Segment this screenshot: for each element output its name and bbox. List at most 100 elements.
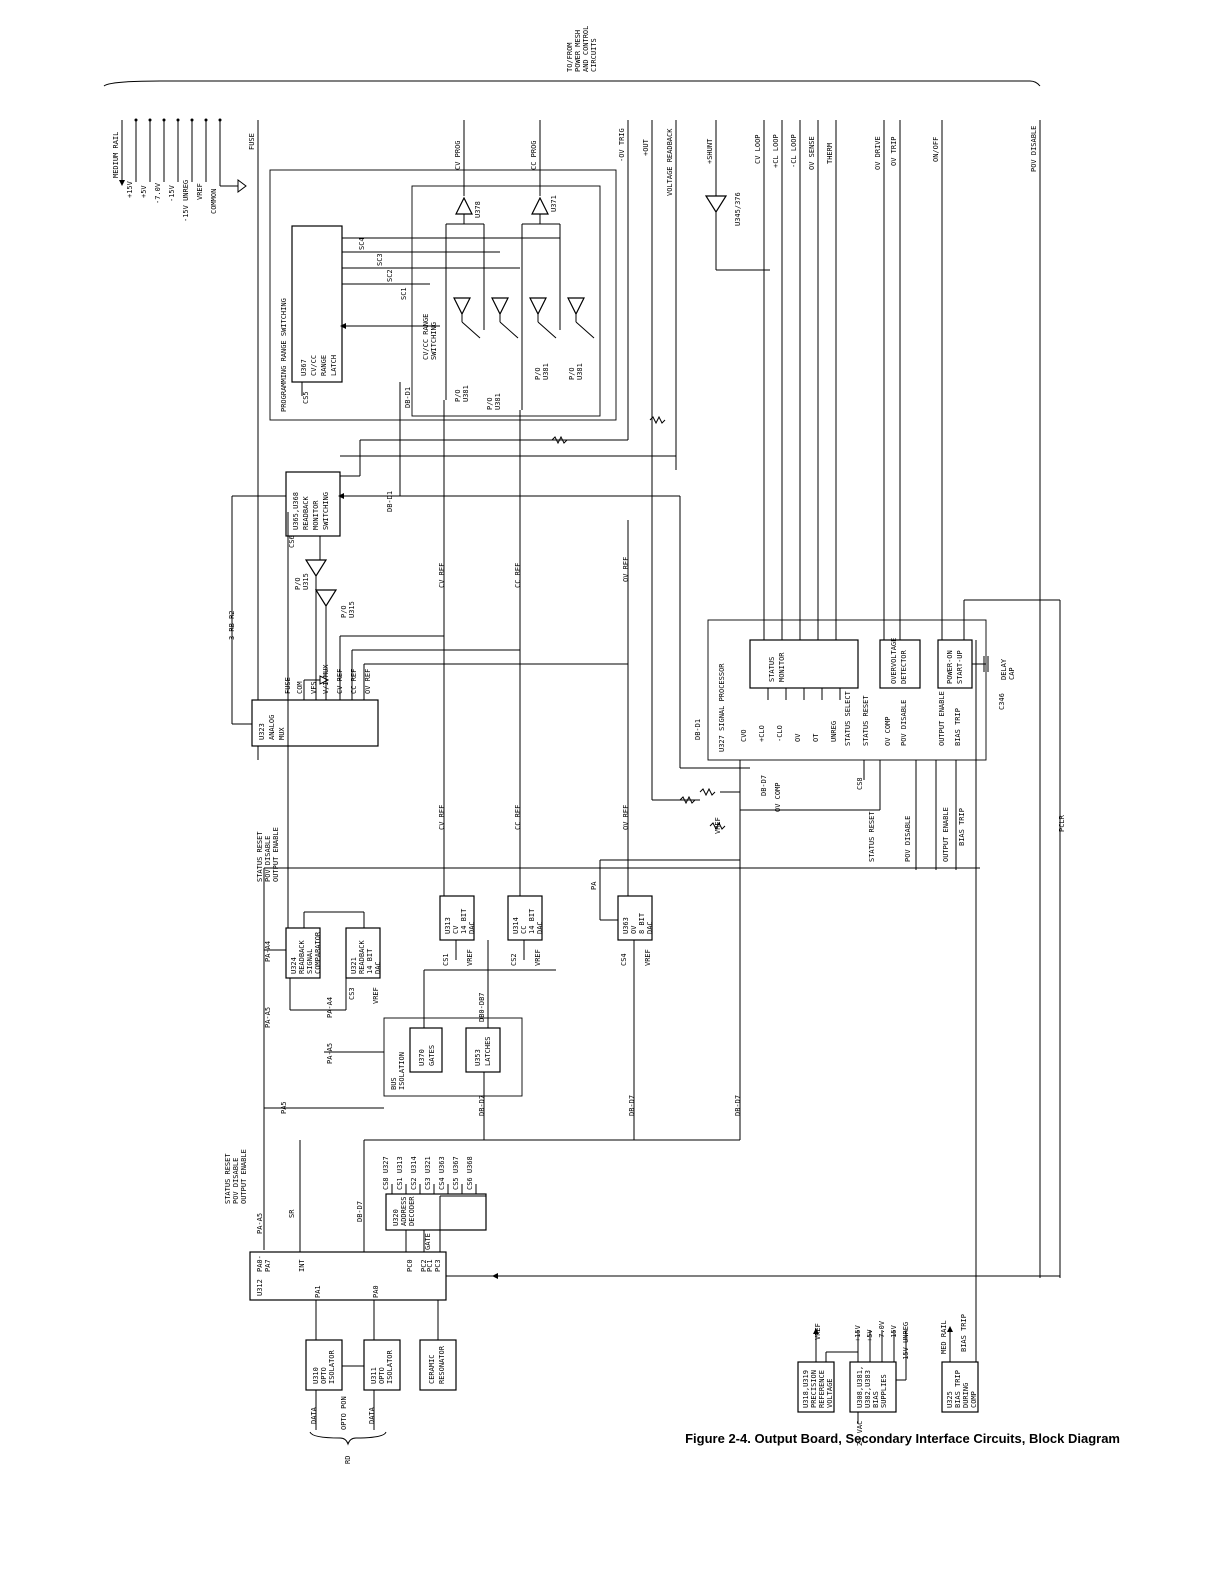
cv-ref-label: CV REF [438, 563, 446, 588]
u315-b-2: U315 [348, 601, 356, 618]
pc-u381-c-1: P/O [534, 367, 542, 380]
resonator-line-2: RESONATOR [438, 1345, 446, 1384]
u308-line-2: U382,U383 [864, 1370, 872, 1408]
supply-out-m15v: -15V [890, 1324, 898, 1342]
sp-in-status-reset: STATUS RESET [862, 695, 870, 746]
resistor-ov-comp [699, 787, 716, 797]
u308-block [849, 1361, 897, 1413]
dec-out-3: CS2 U314 [410, 1156, 418, 1190]
u311-line-1: U311 [370, 1367, 378, 1384]
u318-block [797, 1361, 835, 1413]
u315-a-1: P/O [294, 577, 302, 590]
u311-line-3: ISOLATOR [386, 1349, 394, 1384]
cs3-label: CS3 [348, 987, 356, 1000]
u314-line-2: CC [520, 926, 528, 934]
ov-detector-line-2: DETECTOR [900, 649, 908, 684]
controller: PA-A5 STATUS RESET POV DISABLE OUTPUT EN… [224, 1140, 1060, 1301]
u320-line-1: U320 [392, 1209, 400, 1226]
pc-u381-a-1: P/O [454, 389, 462, 402]
sp-db-d7-label: DB-D7 [760, 775, 768, 796]
rail-common-label: COMMON [210, 189, 218, 214]
u310-block [305, 1339, 343, 1391]
pa-a4-label-2: PA-A4 [326, 997, 334, 1018]
control-group: STATUS RESET POV DISABLE OUTPUT ENABLE [256, 827, 980, 1250]
pa-a5-label-2: PA-A5 [326, 1043, 334, 1064]
u313-line-3: 14 BIT [460, 908, 468, 934]
vref-out-label: VREF [814, 1323, 822, 1340]
u363-line-3: 8 BIT [638, 912, 646, 934]
analog-mux: U323 ANALOG MUX FUSE COM VFS V/I MUX CV … [251, 512, 379, 930]
out-label: +OUT [642, 138, 650, 156]
u321-line-2: READBACK [358, 939, 366, 974]
u353-line-1: U353 [474, 1049, 482, 1066]
rail-m7v-label: -7.0V [154, 182, 162, 204]
medium-rail-label: MEDIUM RAIL [112, 132, 120, 178]
supply-out-p15v: +15V [854, 1324, 862, 1342]
resonator-block [419, 1339, 457, 1391]
opto-section: U310 OPTO ISOLATOR U311 OPTO ISOLATOR CE… [305, 1300, 457, 1464]
u363-line-2: OV [630, 925, 638, 934]
u363-line-4: DAC [646, 921, 654, 934]
dec-out-6: CS5 U367 [452, 1156, 460, 1190]
sp-in-clo-m: -CLO [776, 725, 784, 742]
rb-r2-label: 3 RB-R2 [228, 610, 236, 640]
u371-label: U371 [550, 195, 558, 212]
sp-in-pov-disable: POV DISABLE [900, 700, 908, 746]
signal-processor: U327 SIGNAL PROCESSOR STATUS MONITOR CVO… [652, 496, 1066, 1360]
u312-block [249, 1251, 447, 1301]
u370-block [409, 1027, 443, 1073]
u321-line-1: U321 [350, 957, 358, 974]
sc3-label: SC3 [376, 253, 384, 266]
u312-pin-pc0: PC0 [406, 1259, 414, 1272]
u323-line-2: ANALOG [268, 715, 276, 740]
status-monitor-block [749, 639, 859, 689]
u318-line-1: U318,U319 [802, 1370, 810, 1408]
startup-block [937, 639, 973, 689]
rail-p5v-label: +5V [140, 185, 148, 198]
u314-line-3: 14 BIT [528, 908, 536, 934]
startup-line-1: POWER-ON [946, 650, 954, 684]
pc-u381-c-2: U381 [542, 363, 550, 380]
cv-ref-label-2: CV REF [438, 805, 446, 830]
pc-u381-b-2: U381 [494, 393, 502, 410]
pc-u381-d-1: P/O [568, 367, 576, 380]
u324-line-4: COMPARATOR [314, 931, 322, 974]
rd-brace [309, 1431, 387, 1446]
db-d1-label: DB-D1 [404, 387, 412, 408]
pclr-label: PCLR [1058, 814, 1066, 832]
pa-a5-label-1: PA-A5 [264, 1007, 272, 1028]
u311-block [363, 1339, 401, 1391]
voltage-readback-label: VOLTAGE READBACK [666, 128, 674, 196]
c346-label: C346 [998, 693, 1006, 710]
u367-line-2: CV/CC [310, 355, 318, 376]
u367-block [291, 225, 343, 383]
supply-out-p5v: +5V [866, 1329, 874, 1342]
vref-u314: VREF [534, 949, 542, 966]
u367-name: U367 [300, 359, 308, 376]
u324-line-2: READBACK [298, 939, 306, 974]
db-d1-label-2: DB-D1 [386, 491, 394, 512]
data-label-1: DATA [310, 1406, 318, 1424]
dec-out-1: CS8 U327 [382, 1156, 390, 1190]
u365-line-1: U365,U368 [292, 492, 300, 530]
u370-line-1: U370 [418, 1049, 426, 1066]
sc4-label: SC4 [358, 237, 366, 250]
u345-label: U345/376 [734, 192, 742, 226]
shunt-label: +SHUNT [706, 138, 714, 164]
u367-line-4: LATCH [330, 355, 338, 376]
u353-block [465, 1027, 501, 1073]
status-monitor-line-2: MONITOR [778, 652, 786, 682]
u312-label: U312 [256, 1279, 264, 1296]
gate-label: GATE [424, 1233, 432, 1250]
u318-line-2: PRECISION [810, 1370, 818, 1408]
cv-loop-label: CV LOOP [754, 134, 762, 164]
status-reset-label: STATUS RESET [868, 811, 876, 862]
resistor-ov-trig [551, 435, 568, 445]
status-monitor-line-1: STATUS [768, 657, 776, 682]
cc-ref-label: CC REF [514, 563, 522, 588]
u323-line-3: MUX [278, 727, 286, 740]
u325-line-1: U325 [946, 1391, 954, 1408]
ov-ref-label-2: OV REF [622, 805, 630, 830]
u320-line-2: ADDRESS [400, 1196, 408, 1226]
u371-amp-symbol [531, 196, 549, 215]
